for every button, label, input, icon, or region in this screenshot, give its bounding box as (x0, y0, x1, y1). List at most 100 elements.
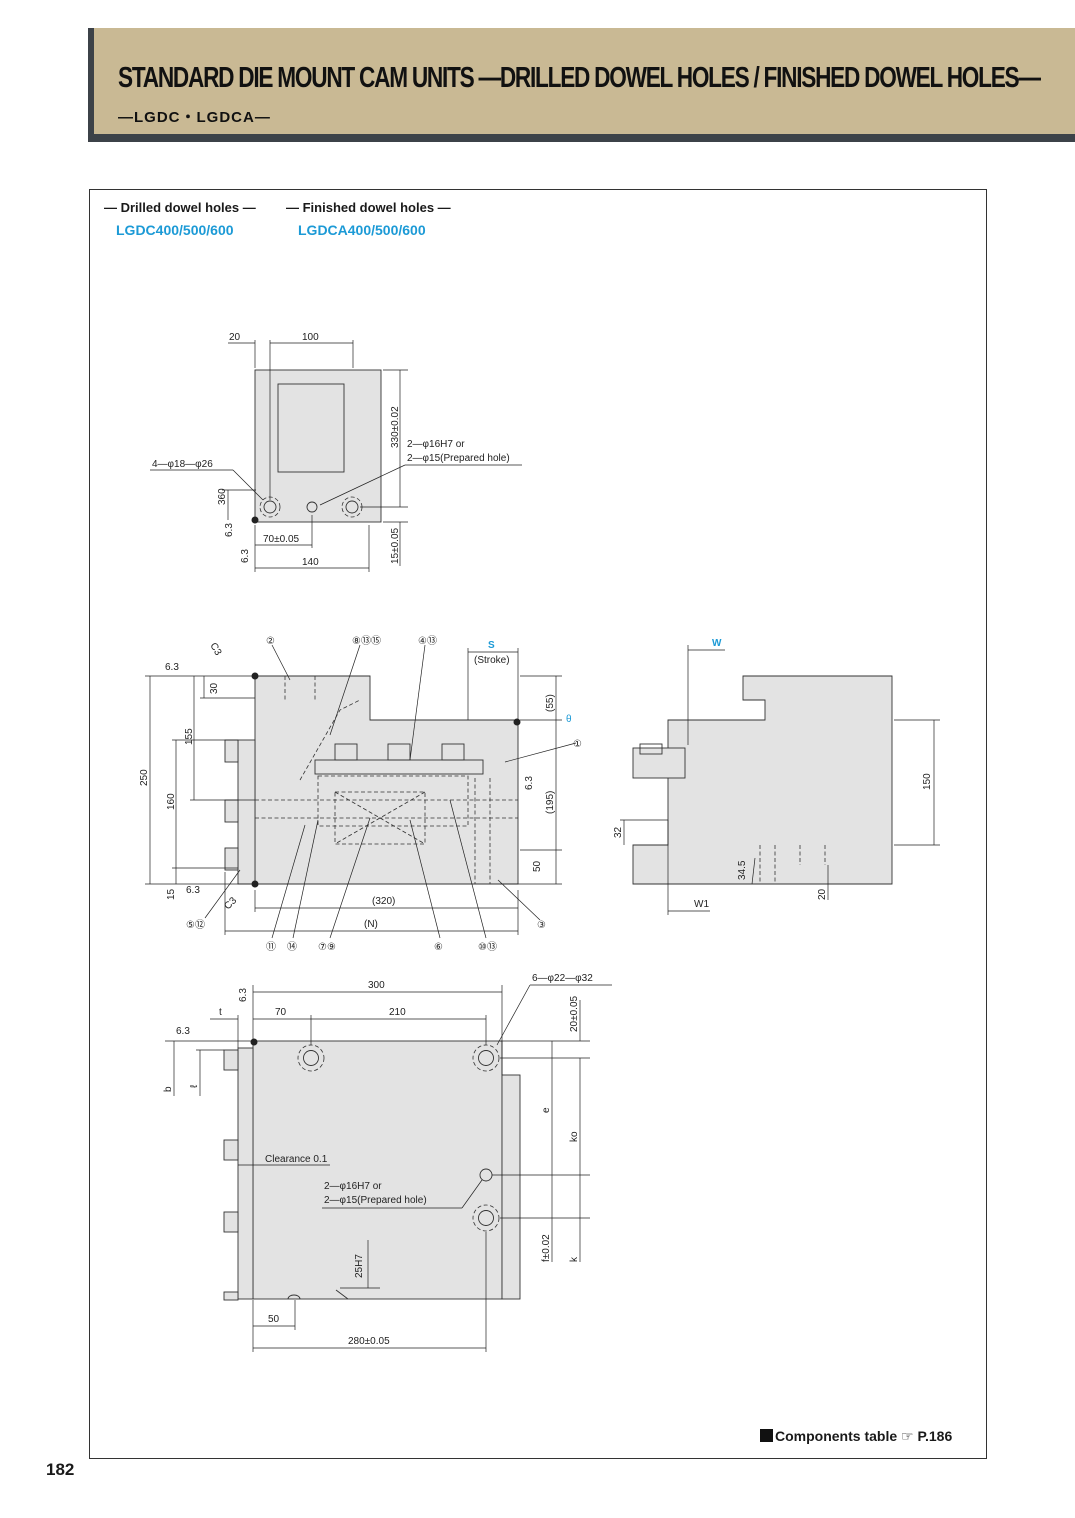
side-dim-20: 20 (817, 888, 828, 900)
front-view-flange (237, 739, 256, 885)
page-number: 182 (46, 1460, 75, 1479)
top-dowel-line2: 2—φ15(Prepared hole) (407, 453, 510, 464)
top-dim-15: 15±0.05 (390, 527, 401, 564)
page-reference-icon: ☞ (901, 1428, 914, 1444)
drilled-model: LGDC400/500/600 (116, 222, 234, 238)
part-callout-3: ③ (537, 920, 546, 931)
bottom-dim-ko: ko (569, 1131, 580, 1142)
side-dim-w: W (712, 638, 722, 649)
top-holes-left-callout: 4—φ18—φ26 (152, 459, 213, 470)
header-edge (88, 28, 94, 142)
top-hole-right (345, 500, 359, 514)
bottom-dim-25h7: 25H7 (354, 1254, 365, 1278)
bottom-dim-e: e (541, 1107, 552, 1113)
top-view: 20 100 330±0.02 15±0.05 360 70±0.05 140 … (150, 332, 522, 572)
front-view: 250 30 155 160 15 S (Stroke) (55) (195) … (139, 635, 582, 953)
front-dim-55: (55) (545, 694, 556, 712)
side-dim-150: 150 (922, 773, 933, 790)
top-roughness-2: 6.3 (240, 549, 251, 563)
header-banner (90, 28, 1075, 134)
bottom-view-flange (237, 1047, 254, 1300)
bottom-dim-300: 300 (368, 980, 385, 991)
top-dim-70: 70±0.05 (263, 534, 300, 545)
top-dim-360: 360 (217, 488, 228, 505)
components-table-link[interactable]: Components table ☞ P.186 (760, 1428, 952, 1445)
bottom-roughness-2: 6.3 (176, 1026, 190, 1037)
bottom-roughness-1: 6.3 (238, 988, 249, 1002)
bottom-dowel-line1: 2—φ16H7 or (324, 1181, 382, 1192)
part-callout-2: ② (266, 636, 275, 647)
drawing-frame (89, 189, 987, 1459)
front-stop-3 (224, 847, 239, 871)
front-dim-15: 15 (166, 888, 177, 900)
side-view-body (632, 675, 893, 885)
bottom-dim-b: b (163, 1086, 174, 1092)
bottom-dim-k: k (569, 1256, 580, 1262)
front-stroke-s: S (488, 640, 495, 651)
part-callout-6: ⑥ (434, 942, 443, 953)
part-callout-10-13: ⑩⑬ (478, 941, 497, 953)
page-title: STANDARD DIE MOUNT CAM UNITS —DRILLED DO… (118, 62, 1041, 94)
bottom-holes-callout: 6—φ22—φ32 (532, 973, 593, 984)
front-stop-2 (224, 799, 239, 823)
front-roughness-1: 6.3 (165, 662, 179, 673)
part-callout-7-9: ⑦⑨ (318, 942, 336, 953)
top-view-window (277, 383, 345, 473)
front-theta: θ (566, 714, 572, 725)
top-dowel-hole (306, 501, 318, 513)
part-callout-4-13: ④⑬ (418, 635, 437, 647)
front-dim-195: (195) (545, 791, 556, 814)
side-dim-34-5: 34.5 (737, 860, 748, 880)
bottom-dim-t: t (219, 1007, 222, 1018)
components-label: Components table (775, 1428, 898, 1444)
square-bullet-icon (760, 1429, 773, 1442)
front-roughness-2: 6.3 (186, 885, 200, 896)
front-dim-30: 30 (209, 682, 220, 694)
front-dim-50: 50 (532, 860, 543, 872)
bottom-dim-20: 20±0.05 (569, 995, 580, 1032)
front-dim-250: 250 (139, 769, 150, 786)
part-callout-8-13-15: ⑧⑬⑮ (352, 635, 381, 647)
bottom-dim-l: ℓ (189, 1084, 200, 1088)
bottom-clearance: Clearance 0.1 (265, 1154, 328, 1165)
front-view-body (254, 675, 519, 885)
side-dim-32: 32 (613, 826, 624, 838)
header-shadow (90, 134, 1075, 142)
bottom-dim-50: 50 (268, 1314, 280, 1325)
part-callout-11: ⑪ (266, 941, 276, 953)
top-dim-100: 100 (302, 332, 319, 343)
bottom-dim-280: 280±0.05 (348, 1336, 390, 1347)
front-dim-320: (320) (372, 896, 395, 907)
bottom-view: 300 70 210 t b ℓ 20±0.05 6—φ22—φ32 e ko … (163, 973, 612, 1352)
finished-label: — Finished dowel holes — (286, 200, 451, 215)
bottom-dim-f: f±0.02 (541, 1234, 552, 1262)
front-dim-155: 155 (184, 728, 195, 745)
front-stop-1 (224, 739, 239, 763)
part-callout-1: ① (573, 739, 582, 750)
components-page-ref: P.186 (917, 1428, 953, 1444)
top-dim-140: 140 (302, 557, 319, 568)
front-chamfer-top: C3 (207, 641, 223, 658)
bottom-counterbore-3 (472, 1204, 500, 1232)
top-dowel-line1: 2—φ16H7 or (407, 439, 465, 450)
top-roughness-1: 6.3 (224, 523, 235, 537)
front-slider-hidden (317, 775, 469, 827)
bottom-view-rail (501, 1074, 521, 1300)
part-callout-5-12: ⑤⑫ (186, 919, 205, 931)
top-dim-330: 330±0.02 (390, 406, 401, 448)
front-driver-slope (299, 699, 361, 781)
drilled-label: — Drilled dowel holes — (104, 200, 256, 215)
front-dim-n: (N) (364, 919, 378, 930)
top-view-body (254, 369, 382, 523)
front-dim-160: 160 (166, 793, 177, 810)
side-dim-w1: W1 (694, 899, 709, 910)
top-hole-left (263, 500, 277, 514)
front-stroke-label: (Stroke) (474, 655, 510, 666)
page-subtitle: —LGDC・LGDCA— (118, 109, 271, 126)
bottom-view-body (252, 1040, 503, 1300)
finished-model: LGDCA400/500/600 (298, 222, 426, 238)
side-view: W W1 150 32 34.5 20 (613, 638, 940, 915)
top-dim-20: 20 (229, 332, 241, 343)
bottom-dim-210: 210 (389, 1007, 406, 1018)
